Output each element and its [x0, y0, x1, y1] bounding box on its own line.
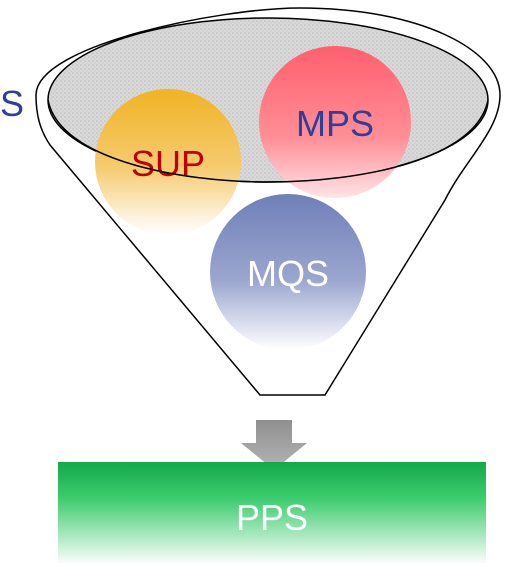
sup-bubble [95, 89, 241, 235]
pps-box [58, 462, 486, 563]
funnel-rim-front [47, 99, 489, 183]
mps-node: MPS [259, 46, 411, 198]
mps-bubble [259, 46, 411, 198]
mqs-node: MQS [210, 194, 366, 350]
sup-label: SUP [131, 143, 205, 184]
down-arrow [241, 420, 307, 470]
mps-label: MPS [296, 103, 374, 144]
mqs-label: MQS [247, 253, 329, 294]
left-edge-text: S [0, 83, 25, 124]
pps-node: PPS [58, 462, 486, 563]
sup-node: SUP [95, 89, 241, 235]
mqs-bubble [210, 194, 366, 350]
pps-label: PPS [236, 497, 308, 538]
